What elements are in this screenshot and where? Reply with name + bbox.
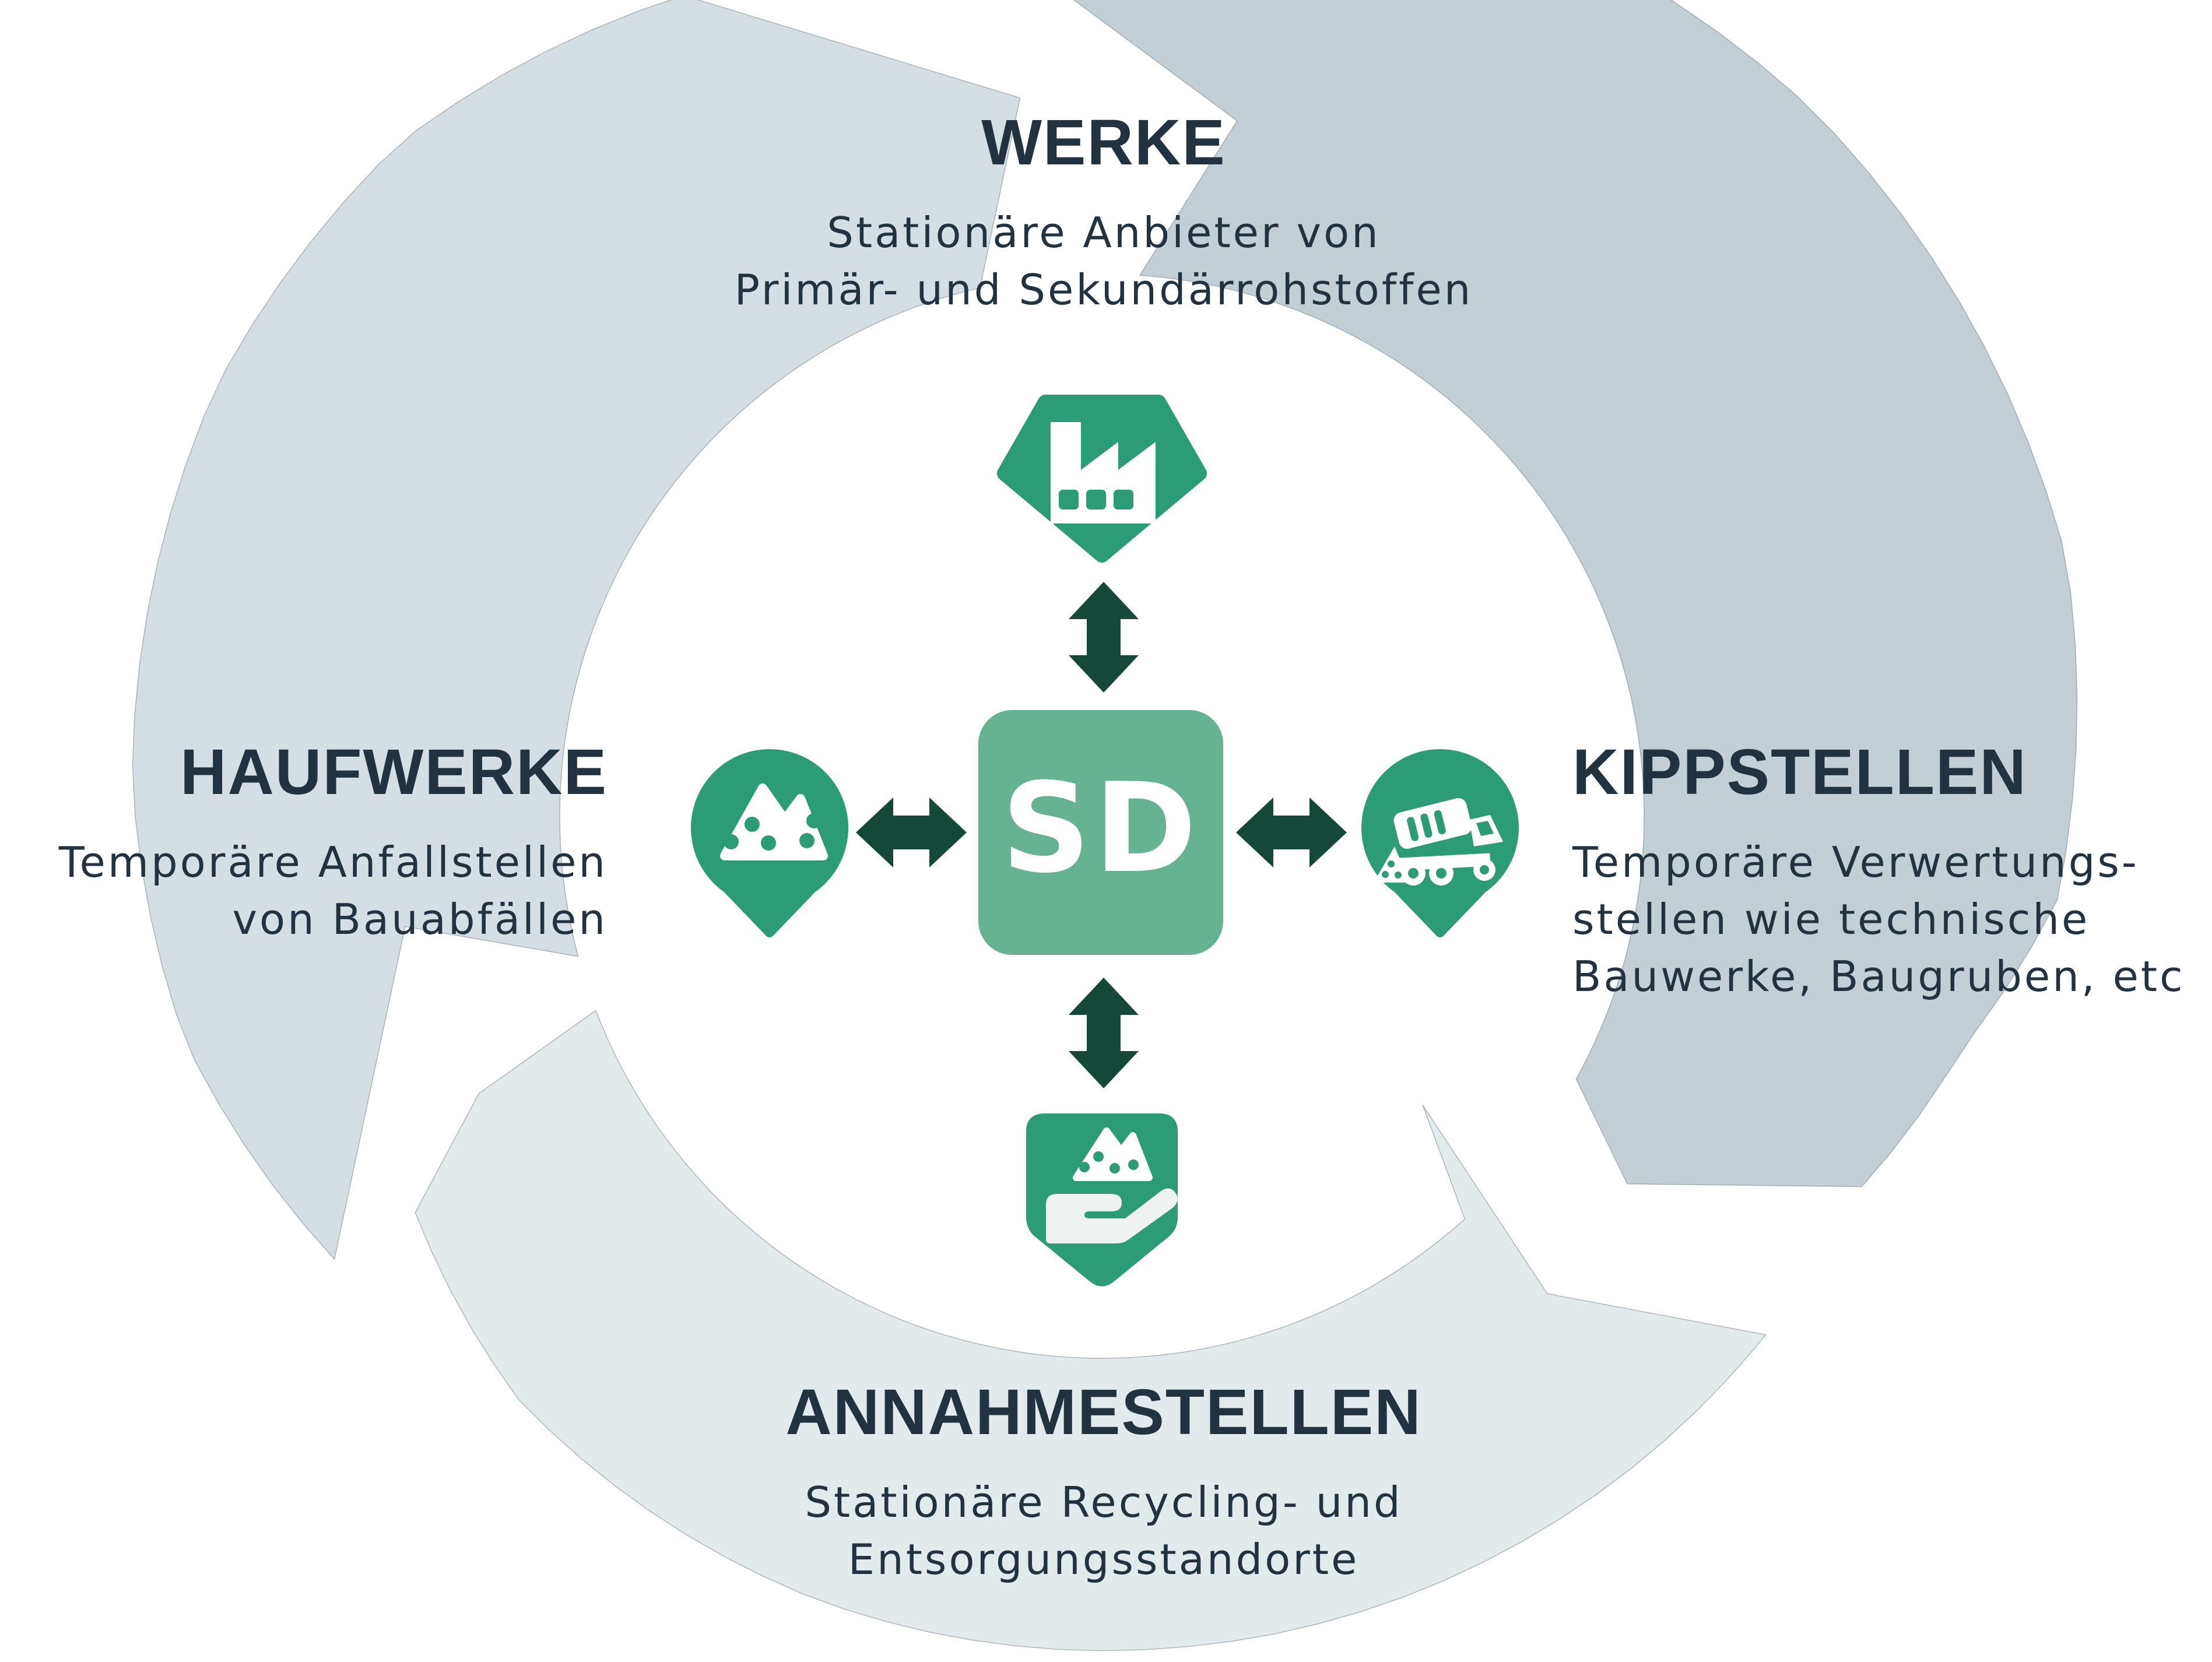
text-line: Stationäre Recycling- und — [805, 1478, 1403, 1527]
ring-arcs — [132, 0, 2078, 1652]
double-headed-arrow-icon — [1069, 582, 1139, 693]
double-headed-arrow-icon — [1069, 978, 1139, 1088]
location-pins — [691, 395, 1519, 1287]
arc-segment-haufwerke — [132, 0, 1021, 1260]
double-headed-arrow-icon — [1236, 797, 1347, 867]
section-haufwerke: HAUFWERKE Temporäre Anfallstellen von Ba… — [0, 738, 608, 948]
pin-werke — [997, 395, 1207, 563]
exchange-arrows — [856, 582, 1347, 1088]
center-node — [978, 710, 1223, 955]
hand-receiving-material-icon — [1046, 1127, 1178, 1243]
text-line: Stationäre Anbieter von — [827, 208, 1381, 257]
text-line: Temporäre Anfallstellen — [58, 838, 608, 887]
gravel-pile-icon — [720, 783, 828, 860]
text-line: Temporäre Verwertungs- — [1572, 838, 2139, 887]
arc-segment-kippstellen — [1073, 0, 2078, 1187]
pin-annahmestellen — [1026, 1113, 1178, 1287]
sd-badge — [978, 710, 1223, 955]
double-headed-arrow-icon — [856, 797, 967, 867]
map-pin-round — [1361, 749, 1519, 937]
section-annahmestellen-description: Stationäre Recycling- und Entsorgungssta… — [521, 1474, 1687, 1588]
pin-kippstellen — [1361, 749, 1519, 937]
arc-segment-annahmestellen — [415, 1010, 1767, 1652]
factory-icon — [1051, 422, 1156, 523]
section-werke: WERKE Stationäre Anbieter von Primär- un… — [521, 108, 1687, 318]
section-kippstellen-title: KIPPSTELLEN — [1572, 736, 2027, 808]
section-werke-title: WERKE — [981, 107, 1226, 178]
section-kippstellen-description: Temporäre Verwertungs- stellen wie techn… — [1572, 834, 2212, 1005]
section-werke-description: Stationäre Anbieter von Primär- und Seku… — [521, 204, 1687, 318]
section-haufwerke-description: Temporäre Anfallstellen von Bauabfällen — [0, 834, 608, 948]
sd-badge-label: SD — [1001, 756, 1200, 900]
text-line: Bauwerke, Baugruben, etc — [1572, 952, 2185, 1001]
text-line: von Bauabfällen — [232, 895, 608, 944]
text-line: stellen wie technische — [1572, 895, 2090, 944]
section-kippstellen: KIPPSTELLEN Temporäre Verwertungs- stell… — [1572, 738, 2212, 1005]
section-haufwerke-title: HAUFWERKE — [180, 736, 608, 808]
text-line: Primär- und Sekundärrohstoffen — [734, 265, 1473, 314]
section-annahmestellen-title: ANNAHMESTELLEN — [785, 1376, 1422, 1448]
dump-truck-icon — [1374, 797, 1503, 886]
text-line: Entsorgungsstandorte — [848, 1535, 1360, 1584]
section-annahmestellen: ANNAHMESTELLEN Stationäre Recycling- und… — [521, 1378, 1687, 1588]
pin-haufwerke — [691, 749, 848, 937]
